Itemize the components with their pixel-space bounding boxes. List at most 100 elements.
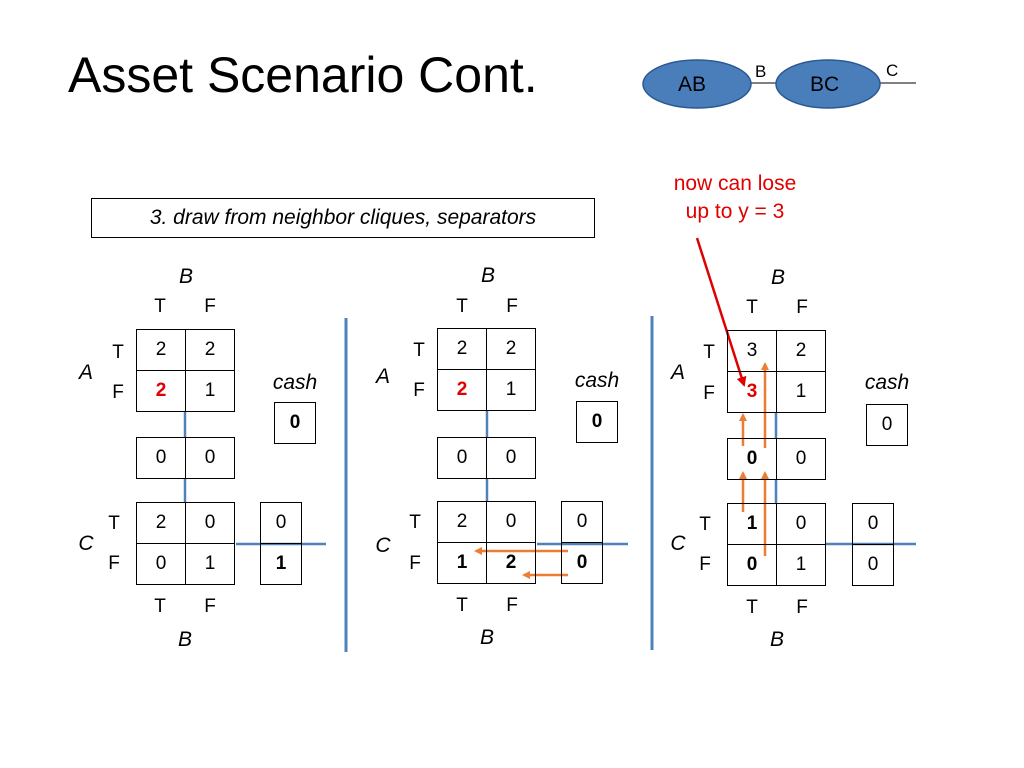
p1-b-bottom: B <box>177 628 192 651</box>
p1-ab-cell: 2 <box>185 329 235 371</box>
p2-sep-c-table: 0 0 <box>561 501 603 584</box>
p2-c-row-f: F <box>409 553 421 574</box>
p3-bc-cell: 0 <box>776 503 826 545</box>
separator-c-label: C <box>886 61 899 80</box>
p3-sep-c-table: 0 0 <box>852 503 894 586</box>
annotation-note: now can lose up to y = 3 <box>640 170 830 227</box>
p1-sepb-cell: 0 <box>185 437 235 479</box>
p1-sep-c-table: 0 1 <box>260 502 302 585</box>
p2-bc-cell: 2 <box>437 501 487 543</box>
p3-ab-cell: 3 <box>727 371 777 413</box>
p2-row-f: F <box>413 380 425 401</box>
p2-cash-box: 0 <box>576 401 618 443</box>
p3-bc-cell: 1 <box>727 503 777 545</box>
p1-c-row-f: F <box>108 553 120 574</box>
p3-sepc-cell: 0 <box>852 544 894 586</box>
p3-a-label: A <box>670 361 685 384</box>
p1-ab-cell: 2 <box>136 370 186 412</box>
p1-bc-cell: 1 <box>185 543 235 585</box>
p3-row-f: F <box>703 383 715 404</box>
p3-sepb-cell: 0 <box>727 438 777 480</box>
p1-row-t: T <box>112 342 124 363</box>
clique-node-ab <box>642 59 752 109</box>
p3-bottom-t: T <box>746 597 758 618</box>
p2-sepb-cell: 0 <box>486 437 536 479</box>
p3-ab-cell: 3 <box>727 330 777 372</box>
slide-title: Asset Scenario Cont. <box>68 47 538 103</box>
p2-bc-cell: 2 <box>486 542 536 584</box>
p2-c-row-t: T <box>409 512 421 533</box>
p2-col-f: F <box>506 296 518 317</box>
clique-node-bc <box>775 59 881 109</box>
p2-cash-value: 0 <box>576 401 618 443</box>
p3-bc-cell: 1 <box>776 544 826 586</box>
p2-cash-label: cash <box>574 369 620 392</box>
p3-bc-cell: 0 <box>727 544 777 586</box>
p1-bc-cell: 0 <box>136 543 186 585</box>
p2-bc-cell: 1 <box>437 542 487 584</box>
p1-cash-label: cash <box>272 371 318 394</box>
p1-sepc-cell: 0 <box>260 502 302 544</box>
p2-sepc-cell: 0 <box>561 501 603 543</box>
p2-c-label: C <box>375 534 391 557</box>
p3-ab-cell: 1 <box>776 371 826 413</box>
p3-sepc-cell: 0 <box>852 503 894 545</box>
p2-ab-cell: 2 <box>486 328 536 370</box>
p3-c-label: C <box>670 532 686 555</box>
p1-ab-cell: 2 <box>136 329 186 371</box>
p2-b-top: B <box>480 264 495 287</box>
p1-bottom-f: F <box>204 596 216 617</box>
p3-col-f: F <box>796 297 808 318</box>
annotation-line-1: now can lose <box>673 172 797 195</box>
p2-row-t: T <box>413 340 425 361</box>
p2-sepc-cell: 0 <box>561 542 603 584</box>
step-description: 3. draw from neighbor cliques, separator… <box>91 198 595 238</box>
p3-cash-box: 0 <box>866 404 908 446</box>
p3-c-row-t: T <box>699 514 711 535</box>
p1-col-t: T <box>154 296 166 317</box>
p2-bottom-t: T <box>456 595 468 616</box>
p2-col-t: T <box>456 296 468 317</box>
p2-ab-cell: 1 <box>486 369 536 411</box>
p1-c-label: C <box>78 532 94 555</box>
p3-sepb-cell: 0 <box>776 438 826 480</box>
p3-row-t: T <box>703 342 715 363</box>
p2-bottom-f: F <box>506 595 518 616</box>
p2-sepb-cell: 0 <box>437 437 487 479</box>
p1-sepb-cell: 0 <box>136 437 186 479</box>
p1-ab-cell: 1 <box>185 370 235 412</box>
annotation-line-2: up to y = 3 <box>685 200 785 224</box>
p1-cash-value: 0 <box>274 402 316 444</box>
p1-cash-box: 0 <box>274 402 316 444</box>
p1-c-row-t: T <box>108 513 120 534</box>
p2-ab-cell: 2 <box>437 369 487 411</box>
p2-ab-cell: 2 <box>437 328 487 370</box>
p1-b-top: B <box>178 265 193 288</box>
p3-b-top: B <box>770 266 785 289</box>
p3-ab-cell: 2 <box>776 330 826 372</box>
p2-b-bottom: B <box>479 626 494 649</box>
p3-cash-label: cash <box>864 371 910 394</box>
p3-b-bottom: B <box>769 628 784 651</box>
p3-cash-value: 0 <box>866 404 908 446</box>
p1-col-f: F <box>204 296 216 317</box>
node-ab-label: AB <box>678 73 707 96</box>
p1-a-label: A <box>78 361 93 384</box>
p1-sepc-cell: 1 <box>260 543 302 585</box>
p3-bottom-f: F <box>796 597 808 618</box>
p1-bottom-t: T <box>154 596 166 617</box>
node-bc-label: BC <box>810 73 840 96</box>
p1-bc-cell: 0 <box>185 502 235 544</box>
p2-bc-cell: 0 <box>486 501 536 543</box>
p2-a-label: A <box>375 365 390 388</box>
separator-b-label: B <box>755 62 767 81</box>
